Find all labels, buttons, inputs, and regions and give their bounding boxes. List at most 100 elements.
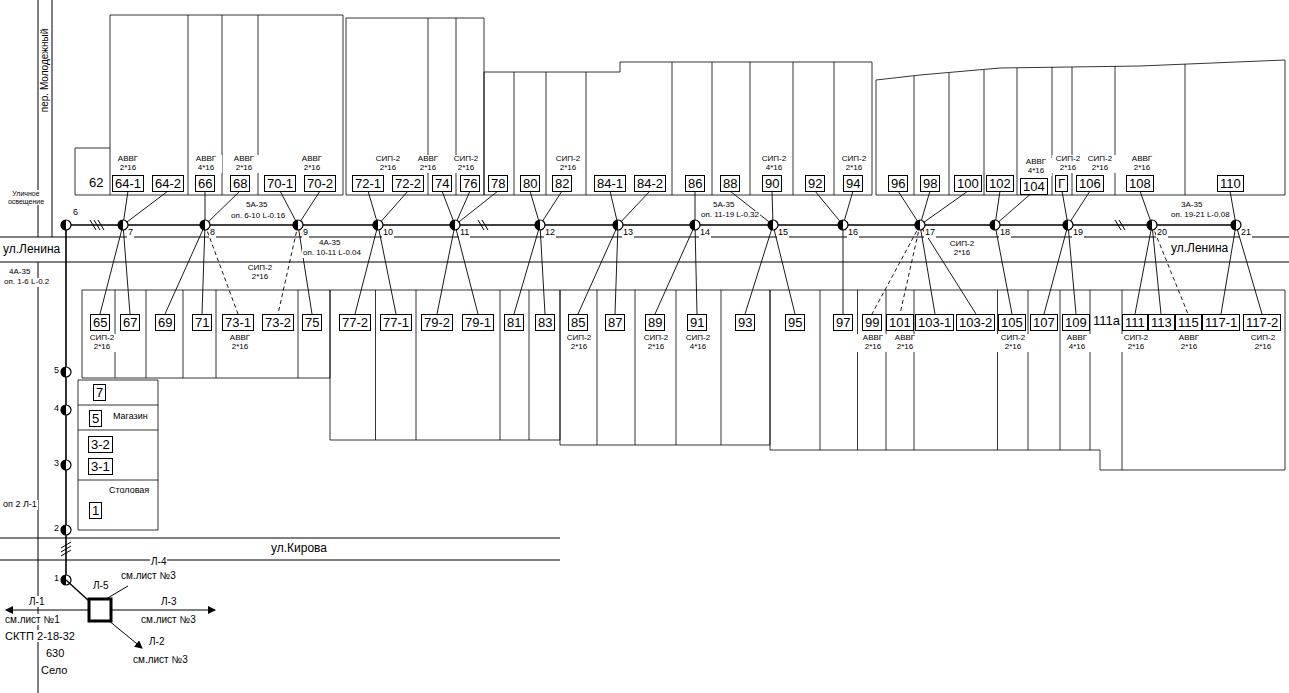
plan-label: см.лист №3 xyxy=(120,570,177,581)
house-number-box: 101 xyxy=(886,314,914,331)
house-number: 101 xyxy=(889,315,911,330)
plan-label: СИП-2 2*16 xyxy=(244,264,276,282)
house-number: 72-2 xyxy=(395,176,421,191)
house-number: 90 xyxy=(765,176,779,191)
house-number-box: 92 xyxy=(805,175,825,192)
house-number-box: 7 xyxy=(93,384,106,401)
house-number-box: 90 xyxy=(762,175,782,192)
plan-label: см.лист №3 xyxy=(140,614,197,625)
plan-label: 8 xyxy=(209,228,216,238)
plan-label: СИП-2 2*16 xyxy=(640,334,672,352)
plan-label: Столовая xyxy=(108,486,150,496)
house-number: 66 xyxy=(198,176,212,191)
house-number-box: 78 xyxy=(488,175,508,192)
house-number: 106 xyxy=(1079,176,1101,191)
plan-label: 10 xyxy=(382,228,394,238)
house-number-box: 89 xyxy=(645,314,665,331)
house-number-box: 64-2 xyxy=(152,175,184,192)
plan-label: СИП-2 2*16 xyxy=(372,155,404,173)
plan-label: 62 xyxy=(88,176,104,190)
house-number: 3-1 xyxy=(91,459,110,474)
plan-label: Л-2 xyxy=(148,636,165,647)
service-lines xyxy=(100,191,1262,314)
house-number-box: 117-2 xyxy=(1243,314,1281,331)
plan-label: 4 xyxy=(53,404,60,414)
plan-label: СИП-2 2*16 xyxy=(1084,155,1116,173)
house-number: 87 xyxy=(608,315,622,330)
outgoing-line xyxy=(108,620,142,648)
plan-label: АВВГ 4*16 xyxy=(1061,334,1093,352)
feeder-line xyxy=(66,580,89,601)
house-number-box: 81 xyxy=(504,314,524,331)
house-number-box: 75 xyxy=(302,314,322,331)
plan-label: СКТП 2-18-32 xyxy=(4,630,76,642)
house-number: 88 xyxy=(723,176,737,191)
plan-label: АВВГ 4*16 xyxy=(190,155,222,173)
plot-outline xyxy=(330,290,560,440)
plan-label: АВВГ 2*16 xyxy=(889,334,921,352)
service-drop-dashed xyxy=(205,225,1188,314)
plan-label: см.лист №3 xyxy=(132,654,189,665)
house-number: 76 xyxy=(463,176,477,191)
house-number: Г xyxy=(1058,176,1065,191)
house-number: 113 xyxy=(1151,315,1172,330)
house-number: 79-2 xyxy=(424,315,450,330)
plot-outline xyxy=(346,18,484,195)
plan-label: Магазин xyxy=(112,412,149,422)
house-number: 78 xyxy=(491,176,505,191)
plan-label: СИП-2 2*16 xyxy=(1052,155,1084,173)
plan-label: АВВГ 2*16 xyxy=(224,334,256,352)
house-number: 94 xyxy=(846,176,860,191)
plan-label: 17 xyxy=(924,228,936,238)
house-number-box: 95 xyxy=(785,314,805,331)
house-number-box: 83 xyxy=(535,314,555,331)
house-number: 73-1 xyxy=(225,315,251,330)
plan-label: 5А-35 xyxy=(245,201,268,210)
plan-label: 3А-35 xyxy=(1180,201,1203,210)
house-number: 111 xyxy=(1125,315,1145,330)
house-number-box: 70-1 xyxy=(264,175,296,192)
plan-label: АВВГ 2*16 xyxy=(1173,334,1205,352)
house-number: 99 xyxy=(865,315,879,330)
house-number-box: 109 xyxy=(1062,314,1090,331)
house-number-box: 82 xyxy=(552,175,572,192)
plan-label: 4А-35 xyxy=(8,268,31,277)
plan-label: 12 xyxy=(544,228,556,238)
plan-label: 6 xyxy=(72,208,79,218)
plan-label: 5А-35 xyxy=(712,201,735,210)
house-number: 109 xyxy=(1065,315,1087,330)
house-number-box: 1 xyxy=(89,502,102,519)
house-number-box: 68 xyxy=(230,175,250,192)
plan-label: Л-3 xyxy=(160,596,177,607)
plan-label: ул.Кирова xyxy=(270,542,328,555)
pole-symbol xyxy=(61,220,71,230)
house-number-box: 106 xyxy=(1076,175,1104,192)
house-number-box: 110 xyxy=(1217,175,1244,192)
house-number-box: 100 xyxy=(954,175,982,192)
house-number: 77-1 xyxy=(383,315,409,330)
house-number: 74 xyxy=(435,176,449,191)
plan-label: 13 xyxy=(622,228,634,238)
plan-label: 21 xyxy=(1240,228,1252,238)
plan-label: АВВГ 2*16 xyxy=(112,155,144,173)
plots xyxy=(75,15,1285,530)
house-number-box: 87 xyxy=(605,314,625,331)
house-number: 79-1 xyxy=(465,315,491,330)
house-number: 73-2 xyxy=(265,315,291,330)
wire-count-ticks xyxy=(61,220,1125,556)
house-number: 108 xyxy=(1129,176,1151,191)
plan-label: 1 xyxy=(53,574,60,584)
plan-label: СИП-2 2*16 xyxy=(1120,334,1152,352)
house-number-box: 70-2 xyxy=(304,175,336,192)
house-number: 82 xyxy=(555,176,569,191)
plan-label: АВВГ 2*16 xyxy=(1126,155,1158,173)
house-number-box: 3-2 xyxy=(88,436,113,453)
house-number: 103-2 xyxy=(959,315,992,330)
house-number-box: 107 xyxy=(1030,314,1058,331)
house-number-box: 77-1 xyxy=(380,314,412,331)
house-number: 75 xyxy=(305,315,319,330)
house-number: 117-2 xyxy=(1246,315,1278,330)
house-number: 93 xyxy=(738,315,752,330)
